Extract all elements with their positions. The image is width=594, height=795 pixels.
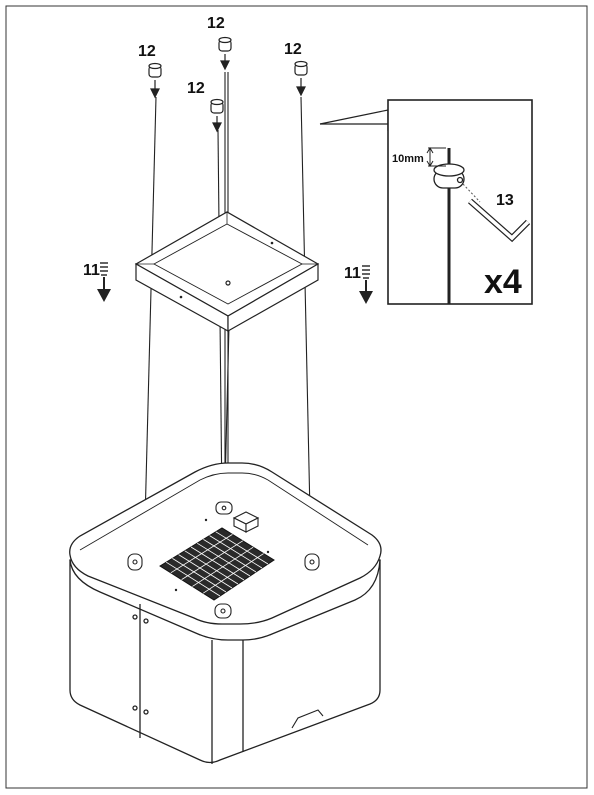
label-12-left: 12 bbox=[138, 43, 156, 60]
screw-icon-center bbox=[210, 98, 224, 133]
detail-callout: 10mm 13 x4 bbox=[319, 99, 533, 305]
led-grid-line bbox=[202, 553, 264, 594]
arrow-down-icon-left: 11 bbox=[83, 262, 111, 302]
screw-icon-top bbox=[218, 36, 232, 71]
led-grid-line bbox=[192, 546, 254, 587]
screw-icon-left bbox=[148, 62, 162, 99]
label-12-top: 12 bbox=[207, 15, 225, 32]
led-grid-line bbox=[170, 534, 233, 574]
led-grid-line bbox=[181, 540, 244, 580]
led-grid-line bbox=[165, 561, 221, 597]
allen-key-icon bbox=[468, 198, 531, 243]
led-grid-line bbox=[215, 531, 269, 565]
quantity-label: x4 bbox=[484, 263, 522, 301]
arrow-down-icon-right: 11 bbox=[344, 265, 373, 304]
led-grid-line bbox=[178, 554, 233, 589]
led-grid-line bbox=[184, 550, 239, 585]
label-11-left: 11 bbox=[83, 262, 100, 279]
measurement-label: 10mm bbox=[392, 153, 424, 165]
suspension-cables bbox=[143, 72, 312, 611]
screw-icon-right bbox=[294, 60, 308, 97]
led-grid-line bbox=[209, 535, 263, 569]
label-12-right: 12 bbox=[284, 41, 302, 58]
led-grid-line bbox=[172, 558, 227, 593]
detail-box bbox=[387, 99, 533, 305]
label-13: 13 bbox=[496, 192, 514, 209]
connector-icon bbox=[232, 511, 260, 533]
led-grid-line bbox=[203, 539, 257, 573]
cable-stop-icon bbox=[433, 148, 465, 189]
label-12-center: 12 bbox=[187, 80, 205, 97]
led-grid-line bbox=[190, 546, 245, 581]
mounting-tabs bbox=[127, 501, 320, 619]
label-11-right: 11 bbox=[344, 265, 361, 282]
page-frame bbox=[5, 5, 588, 789]
led-grid-line bbox=[196, 542, 251, 577]
ceiling-canopy bbox=[134, 211, 320, 333]
led-panel bbox=[159, 527, 275, 601]
dimension-marker bbox=[426, 147, 446, 167]
